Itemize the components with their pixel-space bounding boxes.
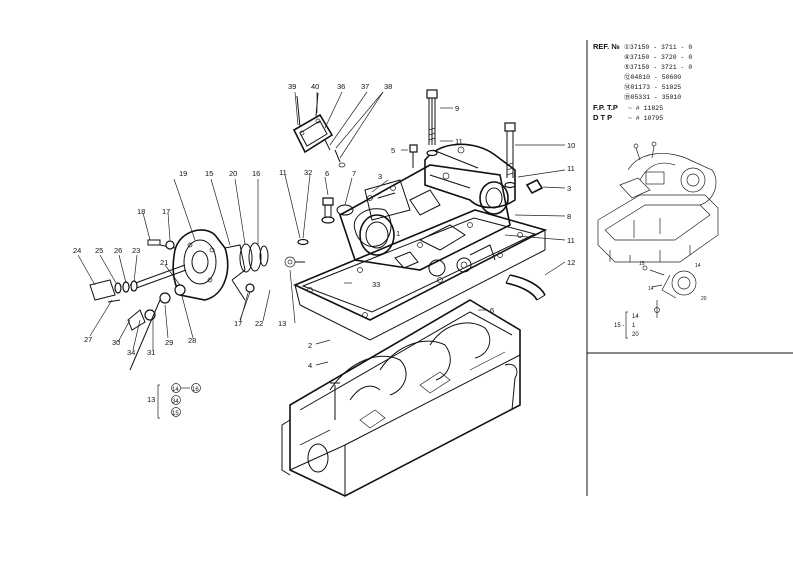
callout-19: 19	[179, 169, 187, 178]
leader-lines	[77, 91, 566, 366]
callout-labels: 39 40 36 37 38 9 11 10 5 6 7 3 11 3 8 11…	[73, 82, 575, 370]
svg-text:14: 14	[695, 263, 701, 269]
group-legend-extra: 16	[192, 387, 199, 393]
callout-16: 16	[252, 169, 260, 178]
callout-15: 15	[205, 169, 213, 178]
group-legend-item-3: 15	[172, 411, 179, 417]
callout-9: 9	[455, 104, 459, 113]
washer-11-b	[504, 181, 516, 189]
ref-number-3: ⑤37150 - 3721 - 0	[624, 63, 692, 71]
svg-text:1: 1	[632, 323, 636, 329]
fp-tp-value: ~ # 11825	[628, 105, 663, 112]
callout-1: 1	[396, 229, 400, 238]
gasket-plate	[293, 209, 548, 341]
inset-group-callout: 15 - 14 1 20	[614, 311, 639, 339]
callout-36: 36	[337, 82, 345, 91]
callout-8: 8	[567, 212, 571, 221]
ref-number-1: ①37150 - 3711 - 0	[624, 43, 692, 51]
svg-text:20: 20	[701, 296, 707, 302]
callout-2: 2	[308, 341, 312, 350]
callout-11-c: 11	[567, 236, 575, 245]
callout-11-a: 11	[455, 137, 463, 146]
dtp-label: D T P	[593, 113, 612, 122]
ref-number-6: ㉟05331 - 35010	[624, 93, 681, 101]
callout-5: 5	[391, 146, 395, 155]
callout-23: 23	[132, 246, 140, 255]
dtp-value: ~ # 10795	[628, 115, 663, 122]
plug-3	[525, 178, 544, 195]
washer-11-a	[426, 149, 438, 157]
group-legend-main: 13	[147, 395, 155, 404]
bolt-10	[504, 122, 516, 178]
bolt-9	[426, 89, 438, 145]
svg-text:14: 14	[632, 314, 639, 320]
cover-plate-36	[292, 92, 346, 168]
ref-number-block: REF. № ①37150 - 3711 - 0 ④37150 - 3720 -…	[593, 42, 692, 122]
bolt-5-6	[321, 144, 418, 224]
callout-30: 30	[112, 338, 120, 347]
callout-25: 25	[95, 246, 103, 255]
callout-38: 38	[384, 82, 392, 91]
svg-text:20: 20	[632, 332, 639, 338]
callout-22: 22	[255, 319, 263, 328]
callout-27: 27	[84, 335, 92, 344]
ref-number-4: ⑫04810 - 50600	[624, 73, 681, 81]
callout-21: 21	[160, 258, 168, 267]
callout-11-b: 11	[567, 164, 575, 173]
group-legend-item-1: 14	[172, 387, 179, 393]
front-cover-housing	[424, 143, 516, 215]
callout-37: 37	[361, 82, 369, 91]
callout-18: 18	[137, 207, 145, 216]
lower-block	[281, 299, 521, 497]
callout-7: 7	[352, 169, 356, 178]
callout-17-b: 17	[234, 319, 242, 328]
callout-39: 39	[288, 82, 296, 91]
fp-tp-label: F.P. T.P	[593, 103, 618, 112]
pump-assembly	[89, 229, 305, 371]
callout-40: 40	[311, 82, 319, 91]
callout-6-b: 6	[490, 306, 494, 315]
washer-11-c	[297, 238, 309, 246]
callout-28: 28	[188, 336, 196, 345]
inset-assembly-sketch: 14 20 14 15	[597, 141, 719, 318]
callout-13: 13	[278, 319, 286, 328]
callout-4: 4	[308, 361, 312, 370]
upper-housing	[339, 164, 511, 277]
callout-32: 32	[304, 168, 312, 177]
callout-11-d: 11	[279, 168, 287, 177]
group-legend: 13 14 34 15 16	[147, 383, 201, 419]
svg-text:15 -: 15 -	[614, 323, 624, 329]
callout-33: 33	[372, 280, 380, 289]
callout-34: 34	[127, 348, 135, 357]
callout-26: 26	[114, 246, 122, 255]
callout-3-b: 3	[567, 184, 571, 193]
svg-text:14: 14	[648, 286, 654, 292]
svg-text:15: 15	[639, 261, 645, 267]
callout-3-a: 3	[378, 172, 382, 181]
ref-heading: REF. №	[593, 42, 620, 51]
ref-number-2: ④37150 - 3720 - 0	[624, 53, 692, 61]
hose-12	[509, 274, 546, 296]
callout-12: 12	[567, 258, 575, 267]
callout-6: 6	[325, 169, 329, 178]
callout-24: 24	[73, 246, 81, 255]
callout-10: 10	[567, 141, 575, 150]
callout-20: 20	[229, 169, 237, 178]
callout-29: 29	[165, 338, 173, 347]
callout-17-a: 17	[162, 207, 170, 216]
ref-number-5: ⑭01173 - 51025	[624, 83, 681, 91]
group-legend-item-2: 34	[172, 399, 179, 405]
callout-31: 31	[147, 348, 155, 357]
